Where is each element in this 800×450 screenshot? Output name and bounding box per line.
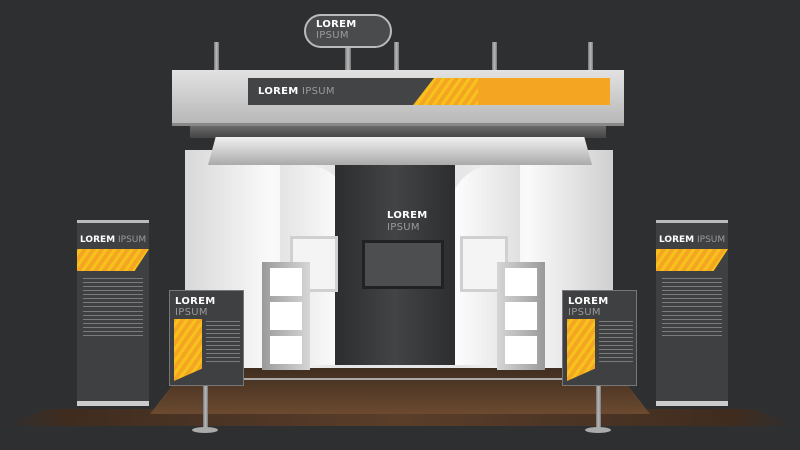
header-orange-block <box>478 78 610 105</box>
right-sign-line1: LOREM <box>568 296 609 307</box>
header-word2: IPSUM <box>301 86 335 97</box>
support-pole <box>345 47 351 72</box>
tv-screen <box>362 240 444 289</box>
support-pole <box>214 42 219 74</box>
left-sign-body-text <box>206 321 240 363</box>
top-sign-line2: IPSUM <box>316 30 349 41</box>
right-rollup-title: LOREM IPSUM <box>659 235 725 245</box>
stanchion-left <box>203 372 208 430</box>
right-rollup-body-text <box>662 278 722 308</box>
header-word1: LOREM <box>258 86 299 97</box>
left-sign-line2: IPSUM <box>175 307 208 318</box>
back-wall-line2: IPSUM <box>387 222 420 233</box>
left-sign-stripe <box>174 319 202 381</box>
support-pole <box>588 42 593 74</box>
header-underside <box>190 126 606 138</box>
back-wall-line1: LOREM <box>387 210 428 221</box>
right-rollup-word2: IPSUM <box>696 235 726 245</box>
left-rollup-word1: LOREM <box>80 235 116 245</box>
stanchion-right <box>596 372 601 430</box>
top-sign-line1: LOREM <box>316 19 357 30</box>
rope-barrier <box>206 378 600 380</box>
support-pole <box>492 42 497 74</box>
header-text: LOREM IPSUM <box>258 86 335 97</box>
left-sign-line1: LOREM <box>175 296 216 307</box>
left-rollup-body-text <box>83 311 143 337</box>
left-rollup-body-text <box>83 278 143 308</box>
right-rollup-body-text <box>662 311 722 337</box>
top-sign: LOREM IPSUM <box>304 14 392 48</box>
back-wall-text: LOREM IPSUM <box>387 210 428 234</box>
right-rollup-banner: LOREM IPSUM <box>656 220 728 406</box>
stanchion-base <box>192 427 218 433</box>
left-rollup-stripe <box>77 249 149 271</box>
header-banner: LOREM IPSUM <box>248 78 610 105</box>
support-pole <box>394 42 399 74</box>
left-rollup-title: LOREM IPSUM <box>80 235 146 245</box>
header-stripe <box>413 78 483 105</box>
brochure-rack-left <box>262 262 310 370</box>
right-sign-stripe <box>567 319 595 381</box>
left-rollup-banner: LOREM IPSUM <box>77 220 149 406</box>
lower-canopy <box>208 137 592 165</box>
right-rollup-stripe <box>656 249 728 271</box>
right-rollup-word1: LOREM <box>659 235 695 245</box>
brochure-rack-right <box>497 262 545 370</box>
left-rollup-word2: IPSUM <box>117 235 147 245</box>
stanchion-base <box>585 427 611 433</box>
right-sign-line2: IPSUM <box>568 307 601 318</box>
right-sign-body-text <box>599 321 633 363</box>
